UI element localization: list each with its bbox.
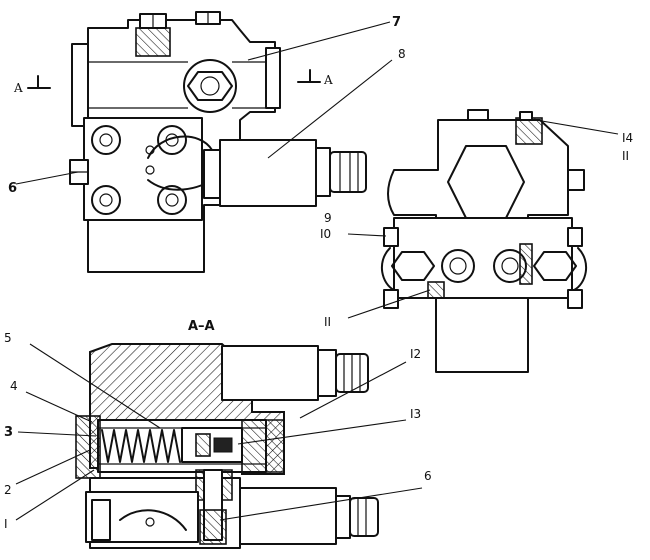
callout-8: 8: [398, 47, 406, 61]
callout-7: 7: [392, 15, 401, 30]
callout-11-bottom: II: [324, 315, 331, 329]
section-title: A–A: [188, 319, 215, 334]
callout-3: 3: [4, 425, 13, 440]
spool: [181, 427, 243, 463]
callout-13: I3: [410, 407, 421, 421]
top-bolt-right: [195, 11, 221, 25]
callout-10: I0: [320, 227, 331, 241]
top-bolt-left: [135, 13, 171, 57]
callout-4: 4: [10, 379, 18, 393]
leader-lines: [15, 21, 619, 521]
section-a-a: [75, 343, 379, 549]
callout-1: I: [4, 517, 8, 531]
callout-11-top: II: [622, 149, 629, 163]
solenoid-section: [221, 345, 369, 401]
side-view: [380, 109, 588, 373]
end-plug: [75, 415, 101, 479]
front-view: [27, 11, 367, 273]
wiring-cable: [147, 135, 213, 159]
callout-6-bottom: 6: [424, 469, 432, 483]
callout-6-top: 6: [8, 181, 17, 196]
left-flange: [71, 43, 89, 127]
callout-2: 2: [4, 483, 12, 497]
callout-labels: A A A–A 7 8 6 I4 II 9 I0 II 5 4 3 2 I I2…: [4, 15, 633, 531]
hex-port-plug: [183, 59, 237, 113]
callout-5: 5: [4, 331, 12, 345]
section-marker-right: A: [323, 73, 333, 87]
plate-bolts: [91, 125, 187, 215]
section-marker-left: A: [13, 81, 23, 95]
callout-12: I2: [410, 347, 421, 361]
side-ports: [391, 243, 577, 299]
section-cutaway-14: [515, 117, 543, 145]
side-bolt: [69, 159, 89, 185]
right-port-boss: [265, 47, 281, 109]
solenoid-lower: [239, 487, 379, 545]
side-lower-block: [393, 217, 573, 299]
solenoid-front: [203, 139, 367, 207]
callout-14: I4: [622, 131, 633, 145]
spool-spring: [101, 429, 181, 463]
callout-9: 9: [324, 211, 332, 225]
